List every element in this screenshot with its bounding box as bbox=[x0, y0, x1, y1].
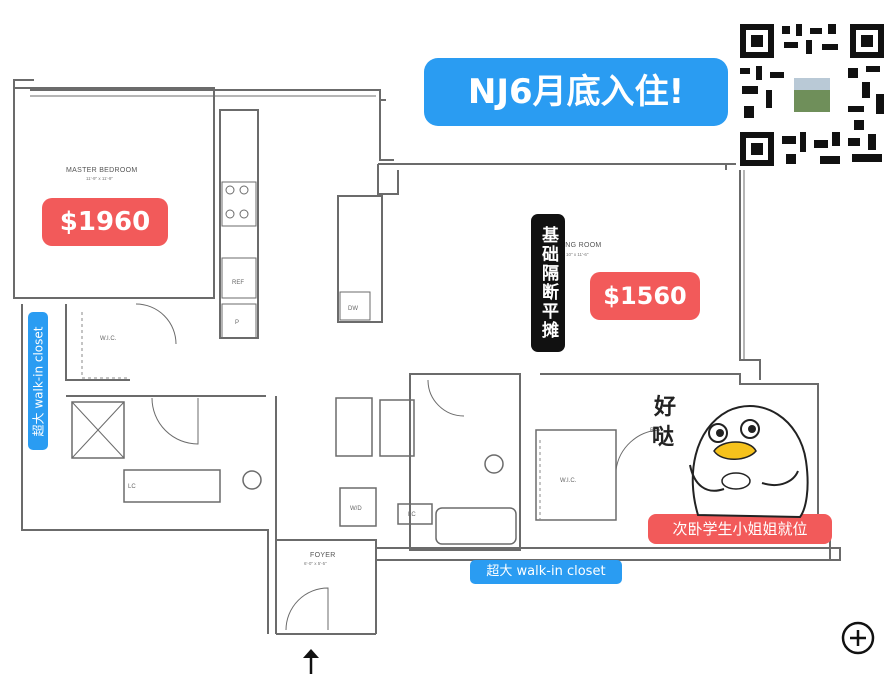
pantry-label: P bbox=[235, 320, 239, 326]
living-top-wall bbox=[377, 163, 727, 195]
lc-label-1: LC bbox=[128, 484, 136, 490]
mascot-text-1: 好 bbox=[654, 395, 677, 420]
wic-label-2: W.I.C. bbox=[560, 478, 577, 484]
foyer-walls bbox=[275, 396, 377, 635]
arrow-up-icon bbox=[299, 646, 323, 676]
vertical-note: 基础隔断平摊 bbox=[531, 214, 565, 352]
closet-left-badge: 超大 walk-in closet bbox=[28, 312, 48, 450]
vertical-note-text: 基础隔断平摊 bbox=[538, 226, 558, 340]
bedroom-partial-label: B bbox=[650, 428, 654, 434]
living-room-dim: 10" x 11'-6" bbox=[566, 252, 589, 257]
living-price-badge: $1560 bbox=[590, 272, 700, 320]
second-bath-walls bbox=[409, 373, 521, 551]
master-price-badge: $1960 bbox=[42, 198, 168, 246]
ref-label: REF bbox=[232, 280, 244, 286]
second-room-note: 次卧学生小姐姐就位 bbox=[648, 514, 832, 544]
zoom-in-icon[interactable] bbox=[840, 620, 876, 656]
wic-label-1: W.I.C. bbox=[100, 336, 117, 342]
shower bbox=[71, 401, 125, 459]
living-room-label: ING ROOM bbox=[563, 242, 602, 249]
duck-mascot: 好 哒 bbox=[650, 385, 840, 525]
wd-label: W/D bbox=[350, 506, 362, 512]
headline-badge: NJ6月底入住! bbox=[424, 58, 728, 126]
duck-mascot-icon bbox=[689, 405, 809, 519]
master-bedroom-dim: 11'-9" x 11'-9" bbox=[86, 176, 113, 181]
foyer-label: FOYER bbox=[310, 552, 336, 559]
dw-label: DW bbox=[348, 306, 358, 312]
qr-code-icon bbox=[736, 20, 888, 170]
foyer-dim: 6'-0" x 5'-5" bbox=[304, 561, 327, 566]
top-wall bbox=[13, 79, 386, 101]
left-lower-walls bbox=[21, 304, 269, 634]
master-bedroom-label: MASTER BEDROOM bbox=[66, 167, 137, 174]
lc-label-2: LC bbox=[408, 512, 416, 518]
closet-left-text: 超大 walk-in closet bbox=[31, 326, 46, 436]
closet-bottom-badge: 超大 walk-in closet bbox=[470, 560, 622, 584]
kitchen-island bbox=[337, 195, 383, 323]
master-bedroom-walls bbox=[13, 87, 215, 299]
mascot-text-2: 哒 bbox=[652, 425, 675, 450]
